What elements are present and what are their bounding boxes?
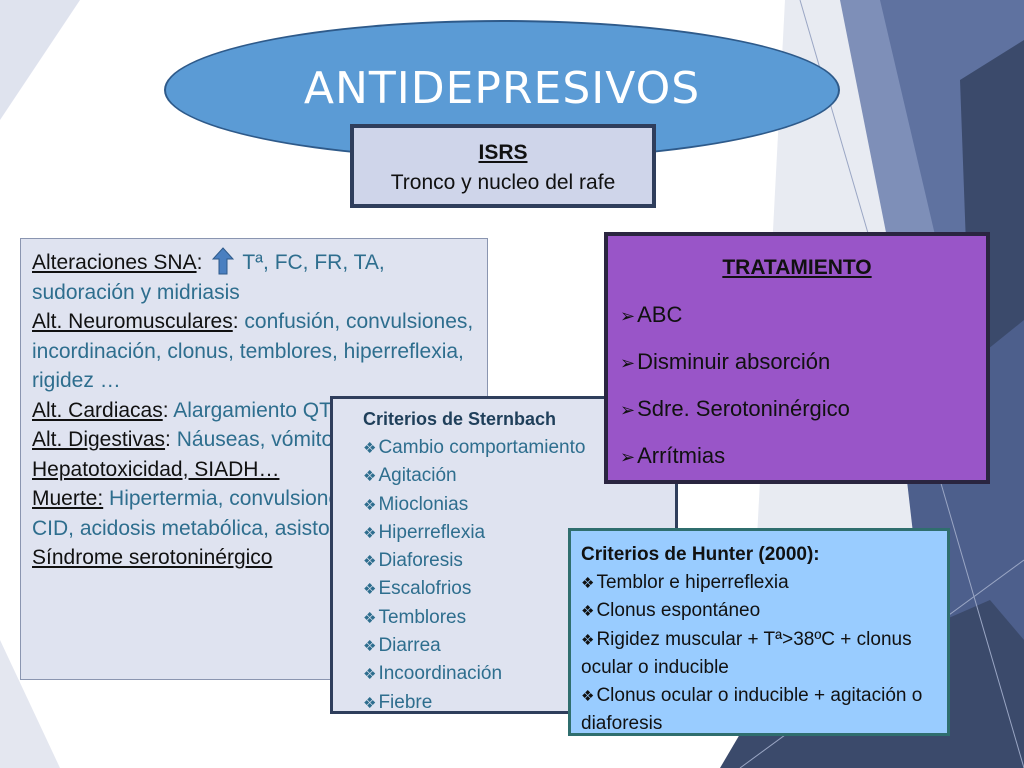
arrow-bullet-icon: ➢ (620, 447, 636, 467)
tratamiento-list: ➢ABC ➢Disminuir absorción ➢Sdre. Seroton… (620, 292, 986, 480)
diamond-bullet-icon: ❖ (363, 666, 377, 684)
sna-label: Alteraciones SNA (32, 251, 197, 274)
list-item: ➢Arrítmias (620, 443, 726, 468)
digest-label: Alt. Digestivas (32, 428, 166, 451)
diamond-bullet-icon: ❖ (363, 638, 377, 656)
isrs-box: ISRS Tronco y nucleo del rafe (350, 124, 656, 208)
isrs-title: ISRS (478, 141, 528, 164)
list-item: ❖Temblor e hiperreflexia (581, 571, 789, 593)
effects-sindrome: Síndrome serotoninérgico (32, 543, 477, 573)
hepato-label: Hepatotoxicidad, SIADH… (32, 457, 280, 481)
arrow-bullet-icon: ➢ (620, 353, 636, 373)
list-item: ❖Diarrea (363, 635, 441, 657)
diamond-bullet-icon: ❖ (581, 631, 595, 649)
up-arrow-icon (212, 247, 235, 275)
list-item: ❖Temblores (363, 606, 467, 628)
cardio-label: Alt. Cardiacas (32, 398, 163, 422)
list-item: ➢ABC (620, 302, 683, 327)
diamond-bullet-icon: ❖ (363, 694, 377, 712)
list-item: ➢Sdre. Serotoninérgico (620, 396, 850, 421)
diamond-bullet-icon: ❖ (363, 581, 377, 599)
list-item: ❖Clonus espontáneo (581, 600, 761, 621)
tratamiento-box: TRATAMIENTO ➢ABC ➢Disminuir absorción ➢S… (604, 232, 990, 484)
diamond-bullet-icon: ❖ (363, 496, 377, 514)
isrs-subtitle: Tronco y nucleo del rafe (390, 171, 616, 194)
effects-hepato: Hepatotoxicidad, SIADH… (32, 455, 477, 485)
effects-sna: Alteraciones SNA:Tª, FC, FR, TA, sudorac… (32, 247, 477, 307)
diamond-bullet-icon: ❖ (581, 687, 595, 705)
list-item: ❖Mioclonias (363, 493, 469, 515)
hunter-title: Criterios de Hunter (2000): (581, 544, 820, 565)
diamond-bullet-icon: ❖ (363, 440, 377, 457)
arrow-bullet-icon: ➢ (620, 306, 636, 326)
list-item: ❖Diaforesis (363, 550, 463, 572)
tratamiento-title: TRATAMIENTO (722, 256, 872, 279)
neuro-text: confusión, convulsiones, incordinación, … (32, 310, 474, 392)
sindrome-label: Síndrome serotoninérgico (32, 546, 273, 569)
list-item: ❖Agitación (363, 465, 457, 487)
sternbach-list: ❖Cambio comportamiento ❖Agitación ❖Miocl… (363, 434, 675, 717)
neuro-label: Alt. Neuromusculares (32, 310, 233, 333)
list-item: ❖Incoordinación (363, 663, 503, 685)
effects-neuro: Alt. Neuromusculares: confusión, convuls… (32, 310, 474, 392)
diamond-bullet-icon: ❖ (363, 553, 377, 571)
list-item: ❖Hiperreflexia (363, 521, 486, 543)
list-item: ❖Clonus ocular o inducible + agitación o… (581, 684, 923, 735)
diamond-bullet-icon: ❖ (363, 524, 377, 542)
diamond-bullet-icon: ❖ (581, 603, 595, 620)
sna-text: Tª, FC, FR, TA, sudoración y midriasis (32, 251, 385, 304)
list-item: ❖Escalofrios (363, 578, 472, 600)
list-item: ❖Rigidez muscular + Tª>38ºC + clonus ocu… (581, 628, 912, 679)
hunter-box: Criterios de Hunter (2000): ❖Temblor e h… (568, 528, 950, 736)
diamond-bullet-icon: ❖ (363, 609, 377, 627)
diamond-bullet-icon: ❖ (581, 574, 595, 592)
list-item: ➢Disminuir absorción (620, 349, 831, 374)
list-item: ❖Fiebre (363, 691, 433, 713)
diamond-bullet-icon: ❖ (363, 468, 377, 486)
sternbach-title: Criterios de Sternbach (363, 409, 557, 429)
slide-title: ANTIDEPRESIVOS (303, 62, 701, 114)
hunter-list: ❖Temblor e hiperreflexia ❖Clonus espontá… (581, 569, 941, 738)
muerte-label: Muerte: (32, 487, 104, 510)
list-item: ❖Cambio comportamiento (363, 437, 586, 458)
title-ellipse: ANTIDEPRESIVOS (164, 20, 840, 160)
arrow-bullet-icon: ➢ (620, 400, 636, 420)
